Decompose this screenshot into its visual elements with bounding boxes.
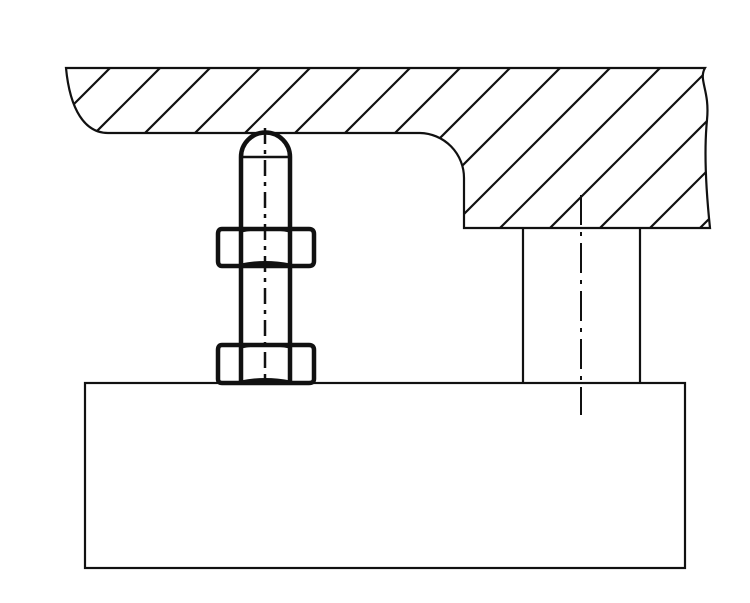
- hatch-line: [337, 68, 529, 228]
- hatch-line: [738, 50, 750, 240]
- base-block: [83, 381, 687, 570]
- hatch-line: [687, 68, 710, 228]
- hatch-line: [537, 68, 710, 228]
- hatch-line: [387, 68, 579, 228]
- hatched-overhang-section: [64, 66, 712, 230]
- hatch-line: [87, 68, 279, 228]
- support-pillar: [521, 228, 642, 383]
- hatch-line: [66, 68, 129, 228]
- hatch-line: [587, 68, 710, 228]
- section-hatching: [66, 50, 750, 240]
- hatch-line: [66, 68, 179, 228]
- hatch-line: [187, 68, 379, 228]
- hatch-line: [437, 68, 629, 228]
- hatch-line: [237, 68, 429, 228]
- hatch-line: [487, 68, 679, 228]
- hatch-line: [137, 68, 329, 228]
- hatch-line: [637, 68, 710, 228]
